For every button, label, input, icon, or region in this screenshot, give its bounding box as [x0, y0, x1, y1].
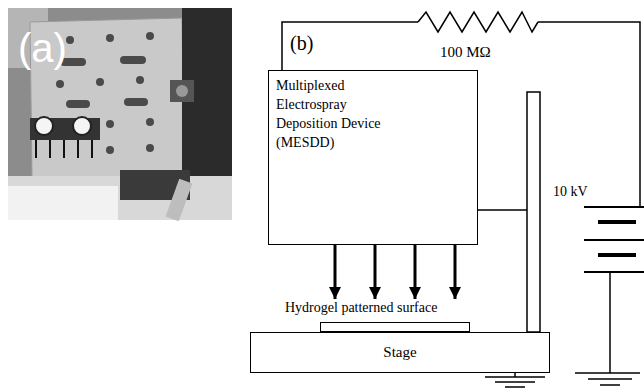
hydrogel-surface: Hydrogel patterned surface — [285, 299, 470, 332]
wire — [609, 272, 611, 373]
stage-box: Stage — [250, 332, 550, 373]
spray-arrow — [334, 245, 337, 299]
wire — [478, 209, 527, 211]
screw-block — [170, 80, 194, 102]
emitter-pins — [36, 140, 92, 158]
spray-arrow — [414, 245, 417, 299]
node-text: Multiplexed Electrospray Deposition Devi… — [276, 77, 401, 153]
resistor-symbol — [418, 12, 538, 32]
knob — [35, 117, 53, 135]
battery-symbol — [584, 207, 644, 272]
node-text: Hydrogel patterned surface — [285, 299, 470, 318]
hydrogel-patch — [320, 322, 470, 332]
panel-label: (a) — [18, 26, 67, 70]
panel-label: (b) — [290, 32, 313, 54]
wire — [538, 22, 640, 207]
knob — [73, 117, 91, 135]
spray-arrow — [454, 245, 457, 299]
spray-arrow — [374, 245, 377, 299]
node-text: Stage — [383, 342, 416, 362]
photo — [8, 8, 232, 221]
ground-symbol — [575, 373, 640, 385]
device-box: Multiplexed Electrospray Deposition Devi… — [268, 70, 478, 245]
ground-symbol — [485, 377, 545, 387]
resistance-value: 100 MΩ — [440, 44, 491, 61]
emitter-holder — [30, 118, 100, 140]
electrode-bar — [527, 92, 540, 332]
photo-ground — [8, 8, 232, 220]
wire — [282, 22, 418, 70]
photo-paper — [8, 186, 118, 220]
voltage-value: 10 kV — [553, 184, 588, 199]
rod — [166, 179, 193, 221]
screw — [176, 85, 188, 97]
